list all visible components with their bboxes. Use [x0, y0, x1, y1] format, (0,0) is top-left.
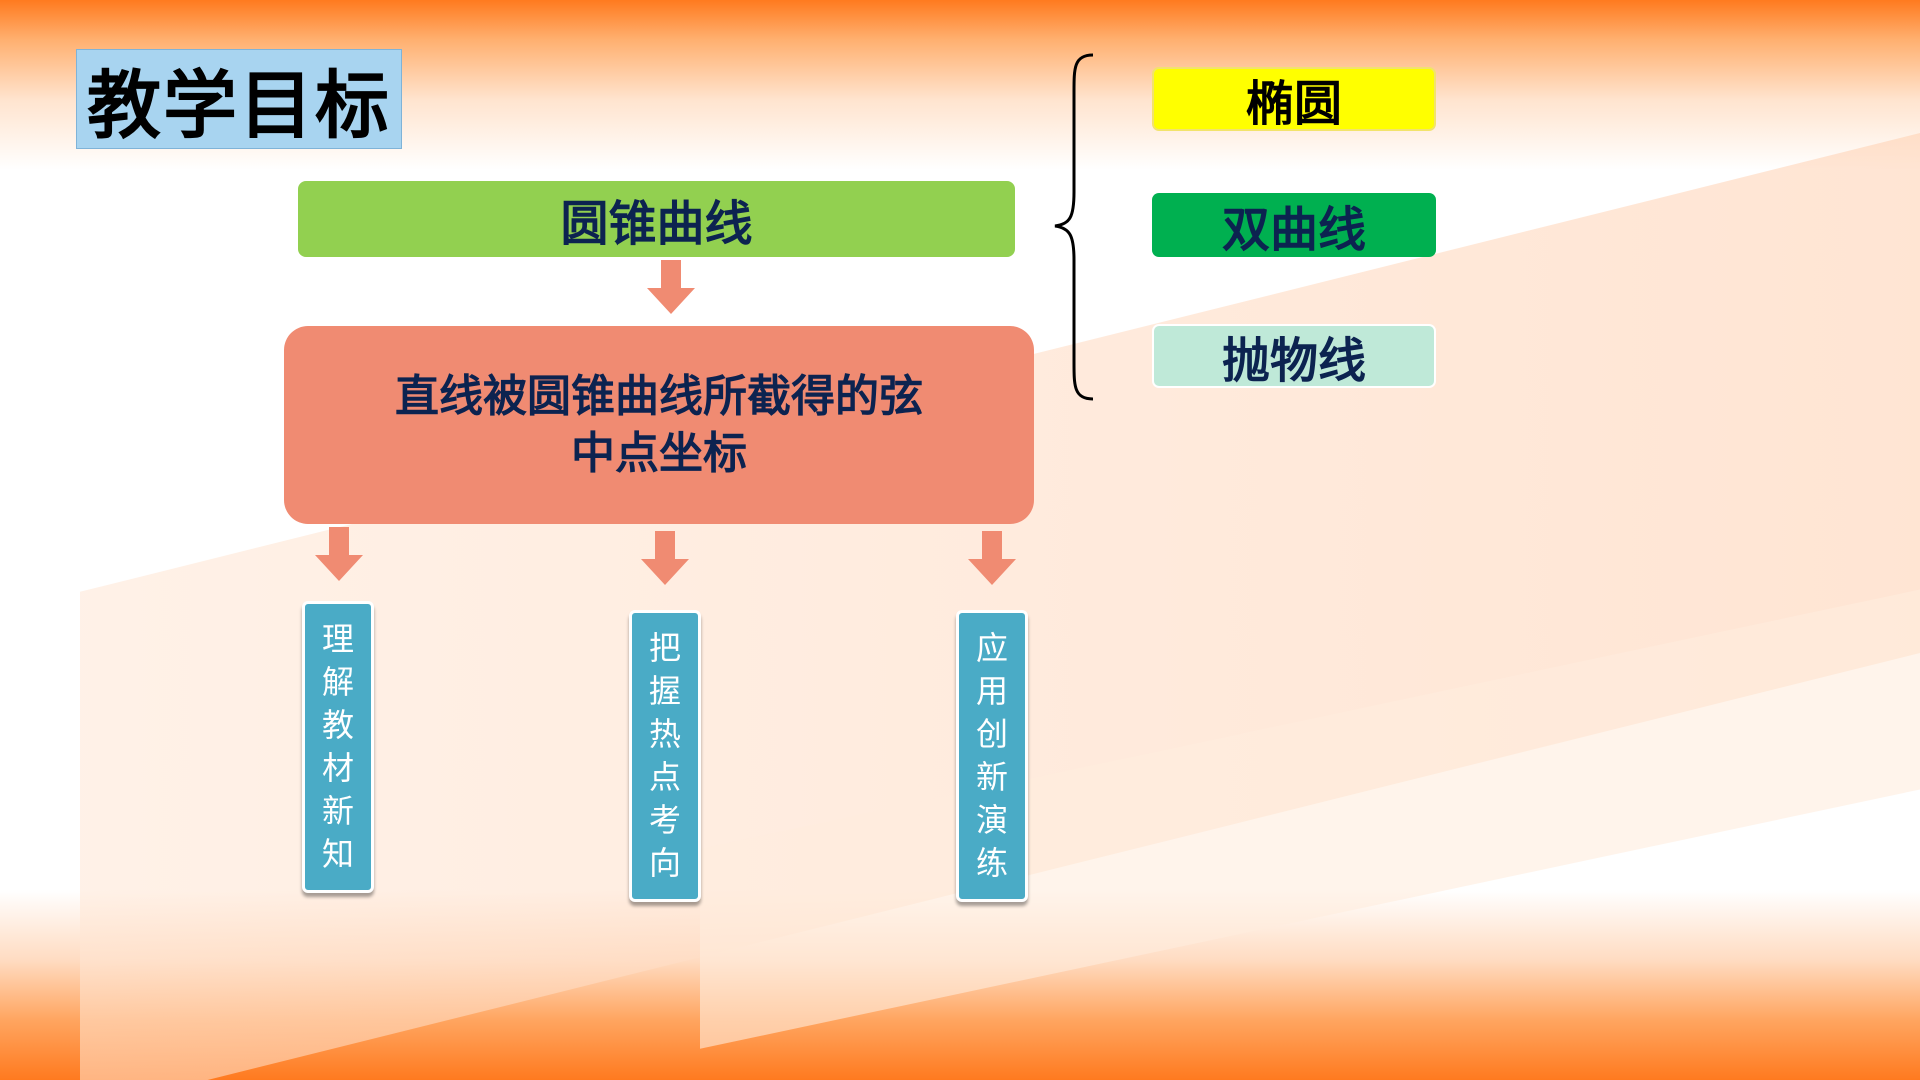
sub-topic-char: 把 — [648, 629, 681, 667]
sub-topic-char: 握 — [648, 672, 681, 710]
sub-topic-char: 材 — [321, 749, 354, 787]
sub-topic-char: 练 — [975, 844, 1008, 882]
main-topic-line-2: 中点坐标 — [571, 428, 747, 479]
sub-topic-char: 演 — [975, 801, 1008, 839]
sub-topic-char: 创 — [975, 715, 1008, 753]
page-title: 教学目标 — [76, 49, 402, 149]
sub-topic-char: 点 — [648, 758, 681, 796]
curly-brace-icon — [1054, 53, 1094, 401]
sub-topic-char: 用 — [975, 672, 1008, 710]
sub-topic-char: 教 — [321, 706, 354, 744]
arrow-down-icon — [641, 531, 689, 585]
arrow-down-icon — [315, 527, 363, 581]
main-topic-line-1: 直线被圆锥曲线所截得的弦 — [395, 370, 923, 422]
sub-topic-char: 理 — [321, 620, 354, 658]
curve-type-ellipse: 椭圆 — [1152, 67, 1436, 132]
sub-topic-char: 向 — [648, 844, 681, 882]
topic-bar: 圆锥曲线 — [298, 181, 1015, 257]
sub-topic-char: 新 — [975, 758, 1008, 796]
main-topic-box: 直线被圆锥曲线所截得的弦 中点坐标 — [284, 326, 1034, 524]
sub-topic-char: 考 — [648, 801, 681, 839]
arrow-down-icon — [647, 260, 695, 314]
sub-topic-box-1: 理 解 教 材 新 知 — [302, 601, 374, 893]
sub-topic-char: 热 — [648, 715, 681, 753]
curve-type-parabola: 抛物线 — [1152, 324, 1436, 389]
sub-topic-box-2: 把 握 热 点 考 向 — [629, 610, 701, 902]
sub-topic-char: 解 — [321, 663, 354, 701]
curve-type-hyperbola: 双曲线 — [1152, 193, 1436, 258]
sub-topic-char: 新 — [321, 792, 354, 830]
sub-topic-char: 知 — [321, 835, 354, 873]
arrow-down-icon — [968, 531, 1016, 585]
sub-topic-box-3: 应 用 创 新 演 练 — [956, 610, 1028, 902]
sub-topic-char: 应 — [975, 629, 1008, 667]
